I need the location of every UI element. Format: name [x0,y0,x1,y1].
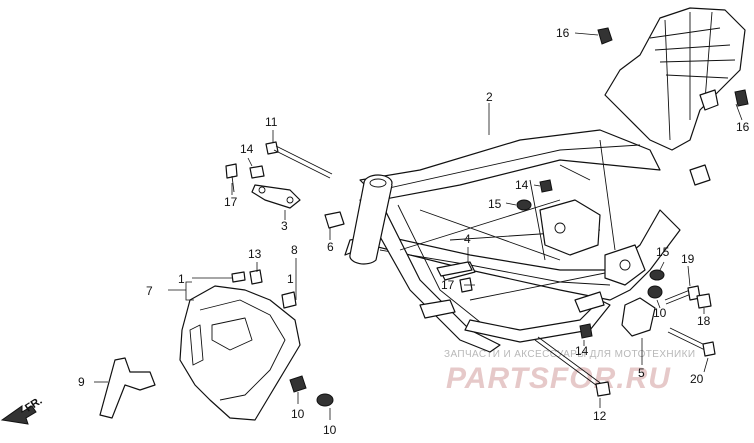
callout-4: 4 [464,232,471,246]
watermark-tagline: ЗАПЧАСТИ И АКСЕССУАРЫ ДЛЯ МОТОТЕХНИКИ [444,349,695,360]
callout-19: 19 [681,252,695,266]
callout-10-lower: 10 [323,423,337,437]
grommet-10-right [647,285,663,299]
callout-12: 12 [593,409,607,423]
side-cover-7 [179,285,301,421]
callout-13: 13 [248,247,262,261]
collar-14-center [539,179,553,193]
callout-14-left: 14 [240,142,254,156]
bracket-3 [251,184,301,209]
callout-14-lower: 14 [575,344,589,358]
callout-6: 6 [327,240,334,254]
grommet-15-center [516,199,532,211]
bolt-12 [534,336,611,397]
callout-20: 20 [690,372,704,386]
callout-7: 7 [146,284,153,298]
leader-lines [94,32,743,420]
collar-14-left [249,165,265,179]
steering-head [349,174,393,265]
bolt-17-left [225,163,238,193]
grommet-10-lower [316,393,334,407]
bracket-5 [621,297,656,337]
callout-3: 3 [281,219,288,233]
callout-16-right: 16 [736,120,750,134]
callout-10-right: 10 [653,306,667,320]
callout-16-top: 16 [556,26,570,40]
direction-arrow: FR. [0,395,45,425]
callout-17-left: 17 [224,195,238,209]
callout-8: 8 [291,243,298,257]
bolt-13 [249,269,263,285]
bolt-19 [664,285,701,305]
bracket-4 [436,261,473,277]
screw-1 [231,271,246,283]
callout-15-right: 15 [656,245,670,259]
callout-1-top: 1 [178,272,185,286]
clip-16-right [734,89,749,107]
callouts: 2 11 16 16 14 17 3 6 14 15 4 8 13 1 1 7 … [78,26,750,437]
watermark: ЗАПЧАСТИ И АКСЕССУАРЫ ДЛЯ МОТОТЕХНИКИ PA… [444,349,695,395]
callout-5: 5 [638,366,645,380]
callout-1-right: 1 [287,272,294,286]
nut-18 [696,293,712,309]
callout-11: 11 [265,115,278,129]
grommet-10-lower-left [289,375,307,393]
rubber-8 [281,291,297,309]
callout-9: 9 [78,375,85,389]
callout-10-lower-left: 10 [291,407,305,421]
watermark-logo: PARTSFOR.RU [446,362,671,395]
bolt-11 [265,141,333,179]
main-frame [344,7,746,353]
bracket-9 [99,357,156,419]
clip-16-top [597,27,613,45]
callout-15-center: 15 [488,197,502,211]
callout-14-center: 14 [515,178,529,192]
bolt-20 [667,327,716,357]
callout-18: 18 [697,314,711,328]
callout-17-center: 17 [441,278,455,292]
collar-14-lower [579,323,593,339]
grommet-15-right [649,269,665,281]
collar-6 [324,211,345,229]
callout-2: 2 [486,90,493,104]
